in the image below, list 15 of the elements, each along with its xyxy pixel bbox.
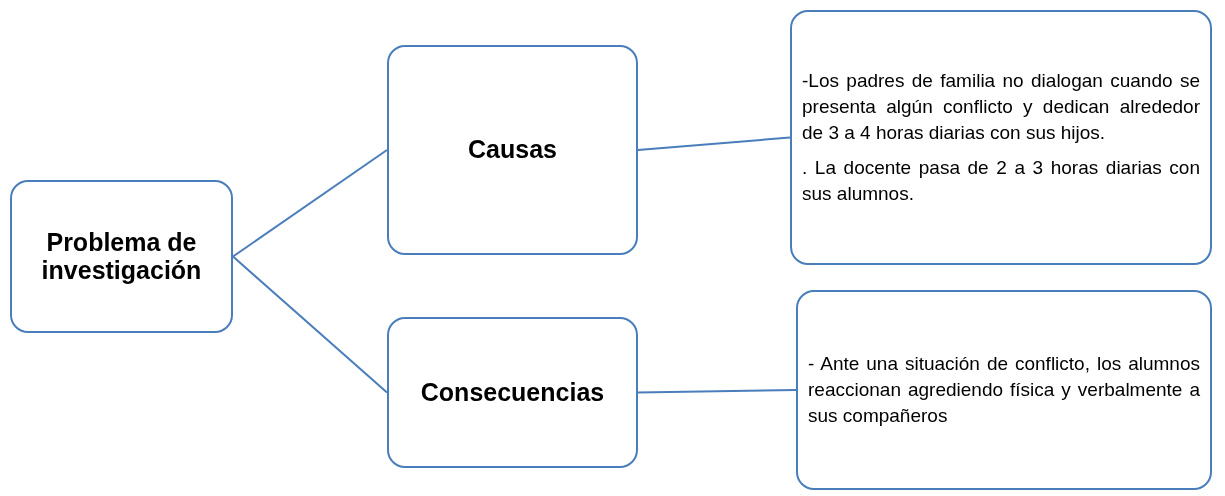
text-box	[790, 10, 1212, 265]
paragraph: . La docente pasa de 2 a 3 horas diarias con sus alumnos.	[801, 155, 1201, 206]
paragraph: - Ante una situación de conflicto, los alumnos reaccionan agrediendo física y verbalmente a sus compañeros	[807, 351, 1201, 429]
topic-label: Problema de investigación	[40, 229, 203, 284]
connector-line	[232, 255, 388, 394]
topic-box	[387, 317, 638, 468]
connector-line	[637, 389, 797, 394]
connector-line	[637, 136, 791, 151]
topic-label: Causas	[467, 136, 558, 164]
text-box	[796, 290, 1212, 490]
paragraph: -Los padres de familia no dialogan cuando se presenta algún conflicto y dedican alrededor de 3 a 4 horas diarias con sus hijos.	[801, 68, 1201, 146]
topic-box	[387, 45, 638, 255]
topic-box	[10, 180, 233, 333]
topic-label: Consecuencias	[419, 378, 606, 407]
connector-line	[232, 149, 388, 258]
